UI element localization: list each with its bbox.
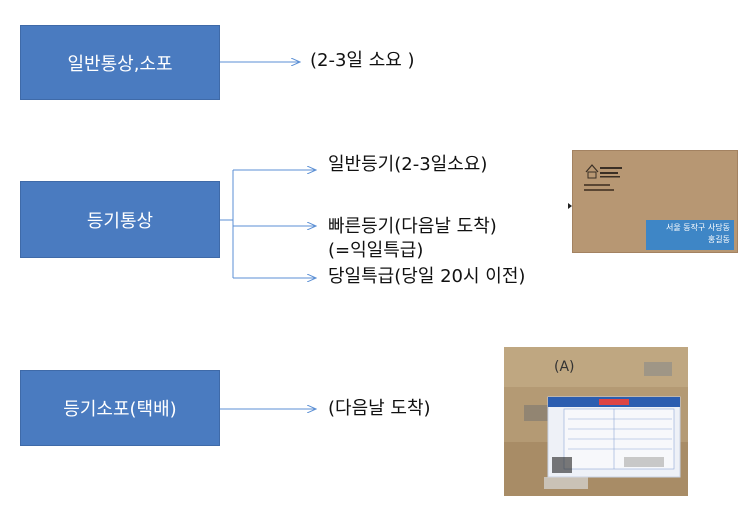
parcel-box-illustration [504,347,688,496]
box-regular-mail: 일반통상,소포 [20,25,220,100]
postal-logo-icon [585,164,622,179]
box-registered-parcel-label: 등기소포(택배) [63,399,177,420]
label-regular-time: (2-3일 소요 ) [310,50,415,71]
label-fast-registered: 빠른등기(다음날 도착) [328,216,497,237]
label-general-registered: 일반등기(2-3일소요) [328,154,488,175]
box-registered-parcel: 등기소포(택배) [20,370,220,446]
box-regular-mail-label: 일반통상,소포 [67,53,173,75]
box-registered-mail: 등기통상 [20,181,220,258]
label-next-day-special: (=익일특급) [328,240,424,261]
label-same-day-special: 당일특급(당일 20시 이전) [328,266,526,287]
parcel-box-marking: (A) [554,359,575,375]
envelope-address-label: 서울 동작구 사당동 홍길동 [646,220,734,250]
envelope-address-line2: 홍길동 [707,235,730,244]
envelope-address-line1: 서울 동작구 사당동 [666,223,730,232]
envelope-pointer [568,203,572,209]
box-registered-mail-label: 등기통상 [86,210,154,232]
envelope-image: 서울 동작구 사당동 홍길동 [572,150,738,253]
label-parcel-time: (다음날 도착) [328,398,431,419]
parcel-box-image: (A) [504,347,688,496]
